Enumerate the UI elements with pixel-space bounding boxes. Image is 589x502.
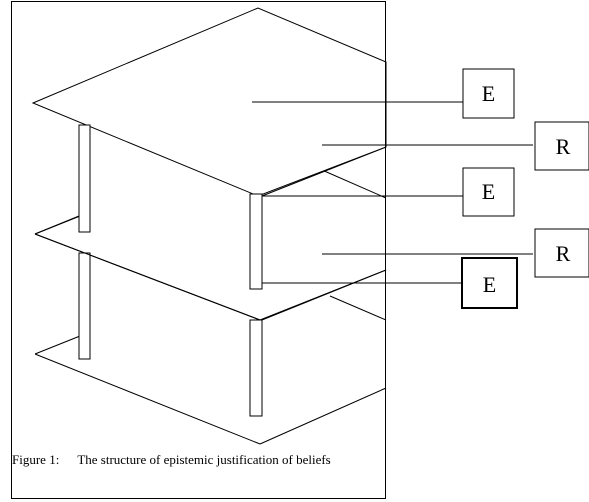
connector-lines [252, 101, 533, 284]
pillar-lower-right [249, 319, 263, 417]
label-text-e-2: E [482, 179, 495, 204]
pillar-upper-right [249, 193, 263, 290]
label-box-e-1: E [462, 68, 515, 119]
label-text-e-3: E [483, 272, 496, 297]
label-box-e-3: E [461, 257, 518, 309]
label-text-r-1: R [556, 134, 571, 159]
figure-caption: Figure 1: The structure of epistemic just… [12, 451, 372, 468]
label-text-r-2: R [556, 241, 571, 266]
pillar-upper-left [78, 124, 91, 233]
figure-caption-text: The structure of epistemic justification… [77, 452, 331, 467]
pillars [78, 124, 263, 417]
pillar-lower-left [78, 252, 91, 360]
figure-caption-label: Figure 1: [12, 452, 60, 467]
label-box-e-2: E [462, 167, 515, 217]
label-box-r-1: R [534, 121, 589, 171]
label-box-r-2: R [534, 228, 589, 278]
label-text-e-1: E [482, 81, 495, 106]
